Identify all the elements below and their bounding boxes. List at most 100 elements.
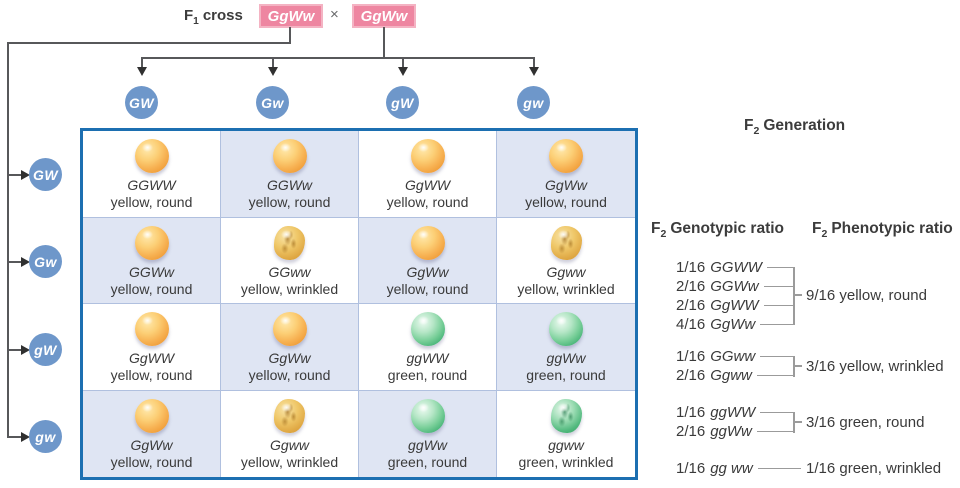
arrow-icon	[529, 67, 539, 76]
connector-line	[533, 57, 535, 68]
connector-line	[766, 267, 793, 268]
cell-phenotype: yellow, wrinkled	[517, 280, 615, 297]
cell-phenotype: yellow, round	[248, 194, 331, 211]
pea-icon	[272, 312, 307, 347]
cell-phenotype: yellow, wrinkled	[240, 280, 339, 297]
cell-genotype: GGWw	[128, 263, 175, 280]
arrow-icon	[21, 345, 30, 355]
pea-icon	[550, 225, 582, 260]
connector-line	[7, 349, 22, 351]
gamete-column-1: GW	[125, 86, 158, 119]
cell-phenotype: yellow, round	[386, 280, 469, 297]
phenotypic-ratio-3: 3/16 green, round	[806, 414, 925, 431]
pea-icon	[550, 399, 582, 434]
connector-line	[763, 305, 793, 306]
connector-line	[141, 57, 143, 68]
gamete-row-4: gw	[29, 420, 62, 453]
cell-phenotype: yellow, wrinkled	[240, 454, 339, 471]
cell-phenotype: yellow, round	[110, 367, 193, 384]
bracket-line	[793, 412, 795, 433]
cell-genotype: GgWw	[406, 263, 449, 280]
pea-icon	[549, 139, 583, 174]
pea-icon	[410, 312, 445, 347]
pea-icon	[134, 139, 169, 174]
cell-genotype: GgWW	[128, 350, 175, 367]
connector-line	[272, 57, 274, 68]
connector-line	[760, 412, 793, 413]
connector-line	[7, 42, 9, 438]
bracket-tick	[794, 421, 802, 423]
connector-line	[763, 286, 793, 287]
cell-genotype: Ggww	[546, 263, 586, 280]
cell-genotype: GGww	[268, 263, 311, 280]
phenotypic-ratio-1: 9/16 yellow, round	[806, 287, 927, 304]
pea-icon	[549, 312, 583, 347]
parent1-genotype-box: GgWw	[259, 4, 323, 28]
connector-line	[7, 436, 22, 438]
arrow-icon	[137, 67, 147, 76]
connector-line	[757, 468, 801, 469]
cell-genotype: ggWw	[408, 437, 447, 454]
gamete-row-2: Gw	[29, 245, 62, 278]
gamete-row-3: gW	[29, 333, 62, 366]
cell-genotype: GgWw	[545, 177, 587, 194]
cell-genotype: ggWw	[546, 350, 586, 367]
connector-line	[756, 431, 793, 432]
connector-line	[141, 57, 535, 59]
phenotypic-ratio-4: 1/16 green, wrinkled	[806, 460, 942, 477]
connector-line	[7, 174, 22, 176]
gamete-row-1: GW	[29, 158, 62, 191]
connector-line	[7, 261, 22, 263]
arrow-icon	[21, 432, 30, 442]
cell-phenotype: yellow, round	[110, 280, 193, 297]
pea-icon	[134, 399, 169, 434]
connector-line	[402, 57, 404, 68]
pea-icon	[410, 139, 445, 174]
phenotypic-ratio-2: 3/16 yellow, wrinkled	[806, 358, 944, 375]
bracket-tick	[794, 365, 802, 367]
pea-icon	[410, 399, 445, 434]
pea-icon	[410, 225, 445, 260]
pea-icon	[274, 399, 305, 434]
connector-line	[383, 27, 385, 58]
connector-line	[289, 27, 291, 43]
connector-line	[760, 356, 793, 357]
pea-icon	[272, 139, 307, 174]
cross-times-symbol: ×	[330, 6, 339, 23]
cell-phenotype: yellow, round	[386, 194, 469, 211]
arrow-icon	[21, 257, 30, 267]
bracket-line	[793, 267, 795, 325]
cell-phenotype: yellow, round	[525, 194, 607, 211]
cell-genotype: Ggww	[270, 437, 309, 454]
cell-genotype: GgWW	[404, 177, 451, 194]
pea-icon	[134, 312, 169, 347]
cell-genotype: GGWW	[127, 177, 176, 194]
